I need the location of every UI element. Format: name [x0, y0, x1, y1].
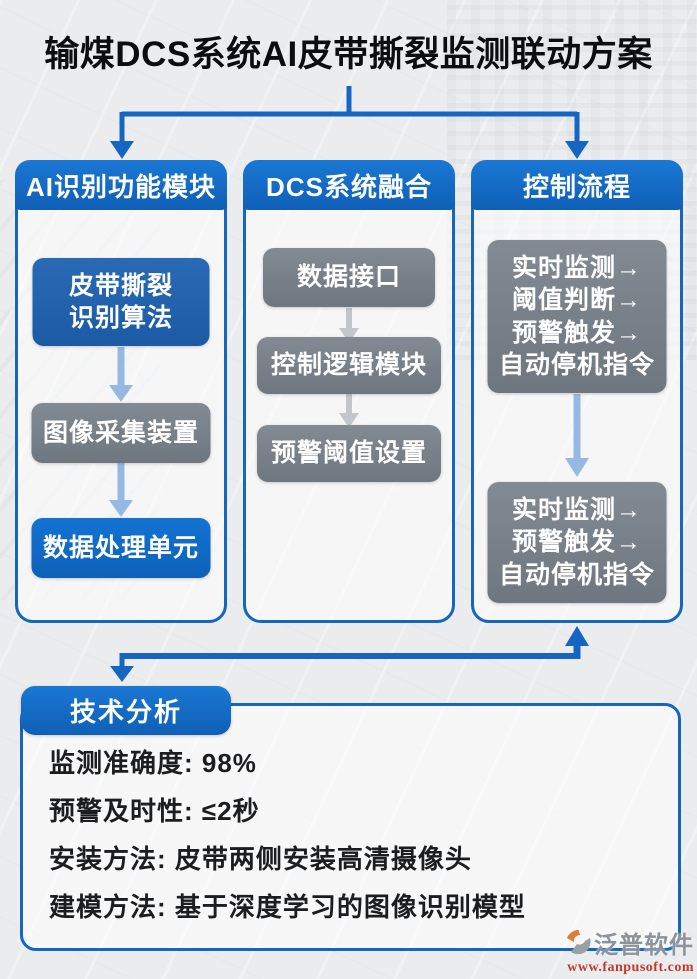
flow-node: 皮带撕裂 识别算法 — [32, 258, 210, 346]
analysis-body: 监测准确度: 98% 预警及时性: ≤2秒 安装方法: 皮带两侧安装高清摄像头 … — [49, 750, 660, 942]
flow-node: 预警阈值设置 — [257, 425, 441, 482]
vendor-url: www.fanpusoft.com — [567, 960, 694, 975]
analysis-line-accuracy: 监测准确度: 98% — [49, 748, 257, 778]
flow-node: 实时监测→ 阈值判断→ 预警触发→ 自动停机指令 — [487, 240, 667, 393]
vendor-name: 泛普软件 — [594, 932, 694, 959]
analysis-panel: 技术分析 监测准确度: 98% 预警及时性: ≤2秒 安装方法: 皮带两侧安装高… — [20, 686, 681, 951]
column-header: DCS系统融合 — [243, 160, 455, 210]
analysis-line-install: 安装方法: 皮带两侧安装高清摄像头 — [49, 844, 472, 874]
analysis-line-timeliness: 预警及时性: ≤2秒 — [49, 796, 260, 826]
analysis-line-modeling: 建模方法: 基于深度学习的图像识别模型 — [49, 892, 526, 922]
column-header: 控制流程 — [471, 160, 683, 210]
page-title: 输煤DCS系统AI皮带撕裂监测联动方案 — [44, 35, 653, 74]
fanpu-logo-icon — [567, 930, 591, 955]
flow-node: 实时监测→ 预警触发→ 自动停机指令 — [487, 482, 667, 603]
column-dcs-integration: DCS系统融合 数据接口 控制逻辑模块 预警阈值设置 — [243, 160, 455, 623]
analysis-header: 技术分析 — [21, 686, 231, 735]
column-ai-module: AI识别功能模块 皮带撕裂 识别算法 图像采集装置 数据处理单元 — [15, 160, 227, 623]
column-header: AI识别功能模块 — [15, 160, 227, 210]
flow-node: 数据接口 — [263, 248, 435, 307]
flow-node: 图像采集装置 — [31, 403, 211, 463]
flow-node: 控制逻辑模块 — [257, 337, 441, 394]
column-control-flow: 控制流程 实时监测→ 阈值判断→ 预警触发→ 自动停机指令 实时监测→ 预警触发… — [471, 160, 683, 623]
flow-node: 数据处理单元 — [31, 518, 211, 578]
vendor-logo: 泛普软件 www.fanpusoft.com — [565, 925, 694, 976]
